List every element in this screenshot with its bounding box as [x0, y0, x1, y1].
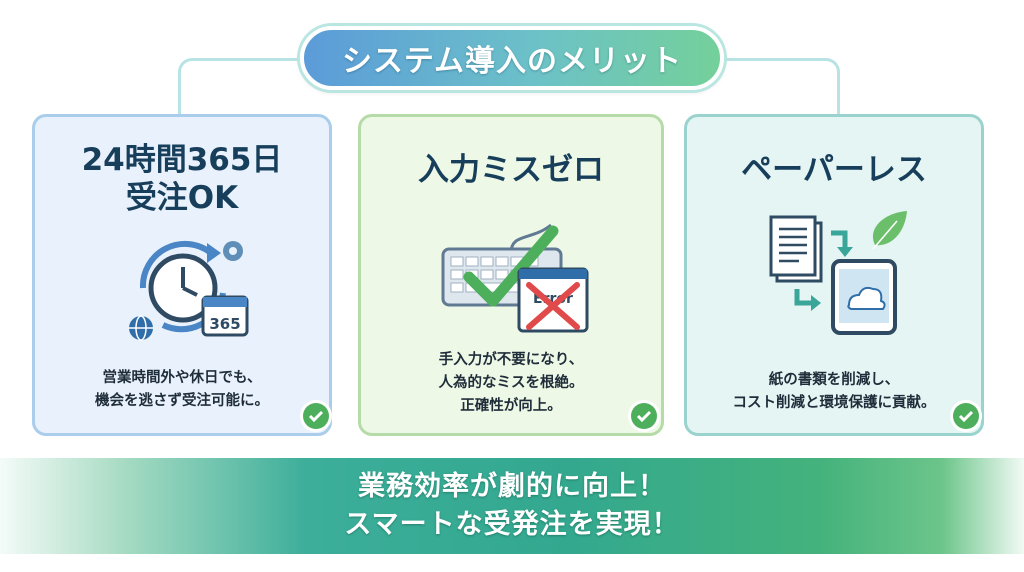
check-icon	[303, 403, 329, 429]
page-title-text: システム導入のメリット	[341, 44, 683, 79]
check-icon	[953, 403, 979, 429]
check-icon	[631, 403, 657, 429]
banner-line: スマートな受発注を実現！	[344, 509, 680, 540]
benefit-card-no-input-errors: 入力ミスゼロ Error 手入力が不要になり、 人為的なミスを根絶。 正確性が向…	[358, 114, 664, 436]
calendar-label: 365	[209, 315, 240, 333]
card-description: 手入力が不要になり、 人為的なミスを根絶。 正確性が向上。	[438, 352, 584, 414]
banner-line: 業務効率が劇的に向上！	[358, 471, 666, 502]
benefit-card-paperless: ペーパーレス 紙の書類を削減し、 コスト削減と環境保護に貢献。	[684, 114, 984, 436]
card-description: 営業時間外や休日でも、 機会を逃さず受注可能に。	[95, 370, 269, 409]
card-description: 紙の書類を削減し、 コスト削減と環境保護に貢献。	[732, 372, 936, 411]
card-title: 24時間365日 受注OK	[81, 142, 283, 216]
keyboard-check-icon: Error	[441, 213, 591, 337]
card-title: 入力ミスゼロ	[418, 152, 604, 188]
card-title: ペーパーレス	[741, 152, 927, 188]
paper-to-tablet-icon	[767, 209, 917, 343]
clock-calendar-icon: 365	[123, 233, 253, 347]
benefit-card-24h: 24時間365日 受注OK 365 営業時間外や休日でも、 機会を逃さず受注可能…	[32, 114, 332, 436]
summary-banner: 業務効率が劇的に向上！ スマートな受発注を実現！	[0, 458, 1024, 554]
page-title: システム導入のメリット	[300, 26, 724, 90]
